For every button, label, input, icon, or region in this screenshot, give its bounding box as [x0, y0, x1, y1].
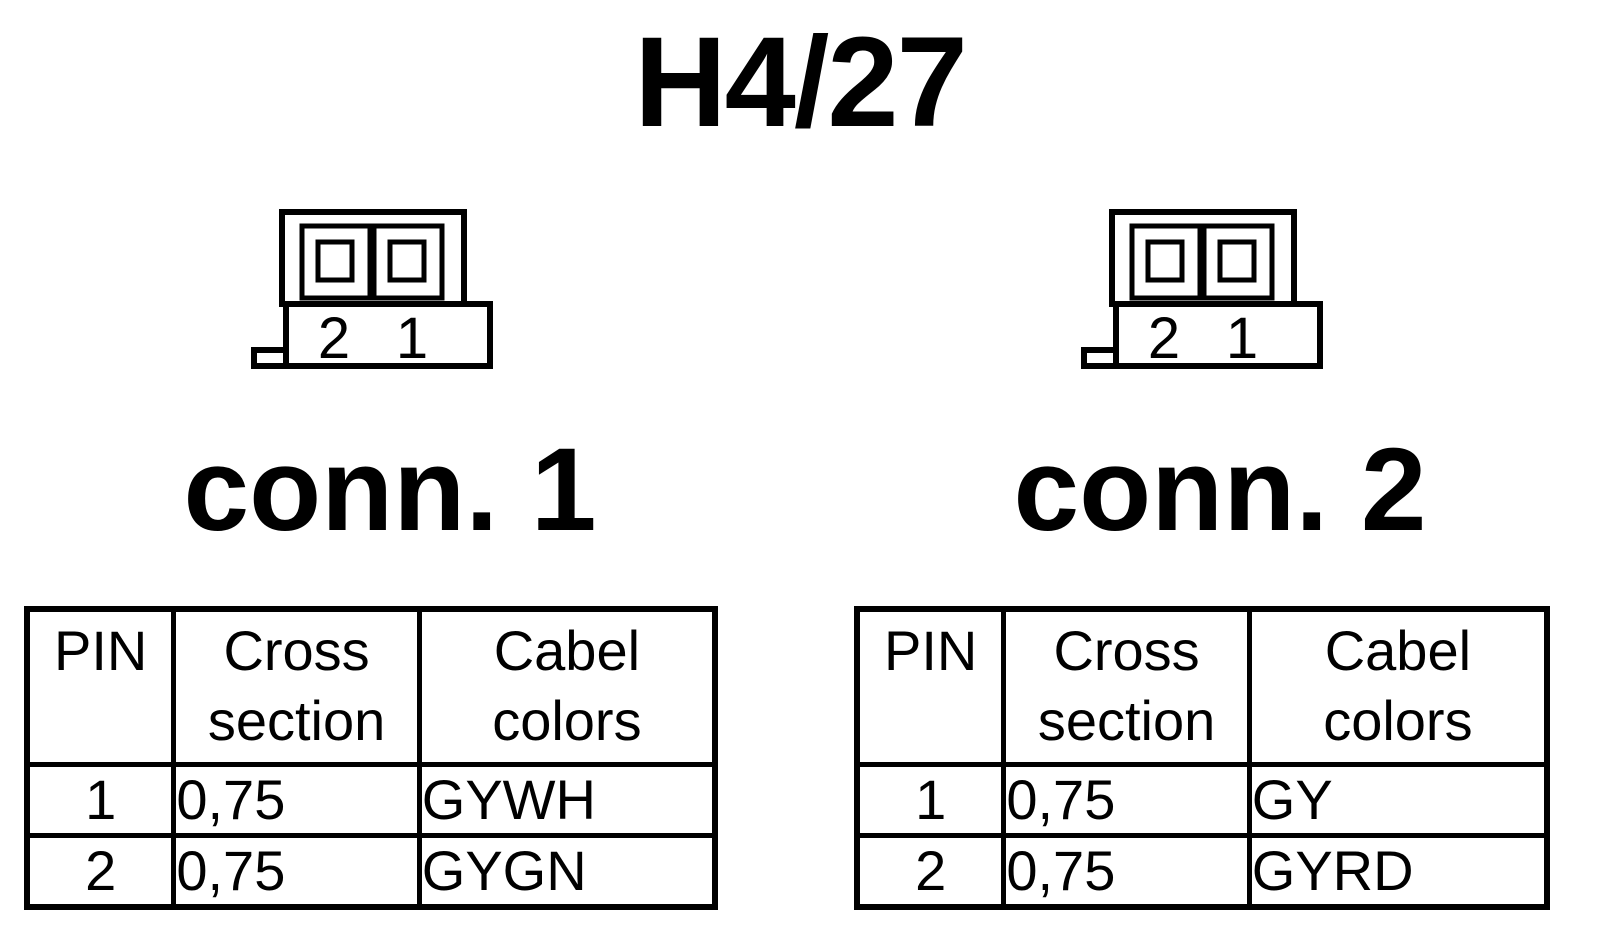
connector-1-pin-label-2: 2 [318, 306, 350, 370]
cable-colors-header-line2: colors [1323, 689, 1473, 752]
table-row: 1 0,75 GYWH [24, 762, 718, 838]
pin-cell: 2 [24, 833, 177, 910]
cable-color-cell: GY [1246, 762, 1550, 838]
connector-1-socket-1-inner [387, 239, 427, 283]
cable-colors-header: Cabel colors [1246, 606, 1550, 767]
cable-colors-header-line1: Cabel [493, 619, 641, 682]
connector-2-pin-label-2: 2 [1148, 306, 1180, 370]
connector-2-pin-table: PIN Cross section Cabel colors 1 0,75 GY… [854, 606, 1550, 910]
cross-section-header-line1: Cross [223, 619, 370, 682]
pin-header: PIN [24, 606, 177, 767]
connector-2-socket-2-outer [1129, 223, 1203, 301]
connector-2-socket-2-inner [1145, 239, 1185, 283]
cross-section-cell: 0,75 [1001, 833, 1252, 910]
connector-1-socket-1-outer [371, 223, 445, 301]
connector-2-socket-1-outer [1201, 223, 1275, 301]
cross-section-header-line1: Cross [1053, 619, 1200, 682]
cross-section-cell: 0,75 [1001, 762, 1252, 838]
pin-cell: 2 [854, 833, 1007, 910]
cable-colors-header: Cabel colors [416, 606, 718, 767]
connector-1-pin-label-1: 1 [396, 306, 428, 370]
cross-section-cell: 0,75 [171, 762, 422, 838]
connector-1-label: conn. 1 [183, 424, 597, 556]
table-row: 1 0,75 GY [854, 762, 1550, 838]
connector-2-label: conn. 2 [1013, 424, 1427, 556]
connector-1-pin-table: PIN Cross section Cabel colors 1 0,75 GY… [24, 606, 718, 910]
pin-header: PIN [854, 606, 1007, 767]
connector-1-icon: 2 1 [251, 209, 493, 370]
cross-section-header: Cross section [1001, 606, 1252, 767]
cable-color-cell: GYGN [416, 833, 718, 910]
cross-section-header: Cross section [171, 606, 422, 767]
cable-color-cell: GYWH [416, 762, 718, 838]
table-row: 2 0,75 GYGN [24, 833, 718, 910]
table-header-row: PIN Cross section Cabel colors [854, 606, 1550, 767]
page-title: H4/27 [634, 11, 968, 154]
cable-colors-header-line1: Cabel [1324, 619, 1472, 682]
pin-cell: 1 [854, 762, 1007, 838]
connector-1-socket-2-outer [299, 223, 373, 301]
cross-section-header-line2: section [207, 689, 386, 752]
connector-2-icon: 2 1 [1081, 209, 1323, 370]
cable-colors-header-line2: colors [492, 689, 642, 752]
table-header-row: PIN Cross section Cabel colors [24, 606, 718, 767]
connector-1-socket-2-inner [315, 239, 355, 283]
connector-1-base [283, 301, 493, 369]
connector-2-base [1113, 301, 1323, 369]
connector-2-latch [1081, 347, 1119, 369]
connector-2-pin-label-1: 1 [1226, 306, 1258, 370]
connector-1-latch [251, 347, 289, 369]
cross-section-cell: 0,75 [171, 833, 422, 910]
cable-color-cell: GYRD [1246, 833, 1550, 910]
connector-2-socket-1-inner [1217, 239, 1257, 283]
table-row: 2 0,75 GYRD [854, 833, 1550, 910]
cross-section-header-line2: section [1037, 689, 1216, 752]
pin-cell: 1 [24, 762, 177, 838]
